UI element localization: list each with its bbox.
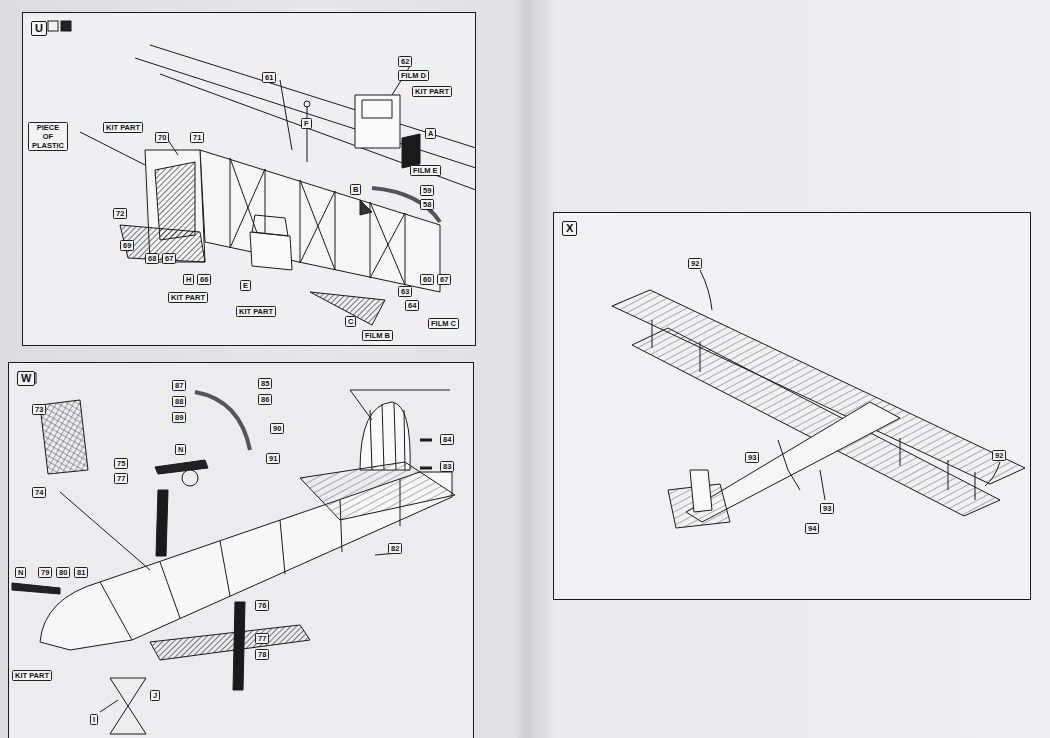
step-letter: W — [17, 371, 35, 386]
panel-ground — [22, 12, 476, 346]
callout-number: 86 — [258, 394, 272, 405]
callout-number: 77 — [114, 473, 128, 484]
callout-number: 67 — [162, 253, 176, 264]
callout-number: 75 — [114, 458, 128, 469]
part-label: J — [150, 690, 160, 701]
callout-number: 85 — [258, 378, 272, 389]
step-panel: W — [8, 362, 474, 738]
callout-number: 87 — [172, 380, 186, 391]
part-label: C — [345, 316, 356, 327]
callout-number: 80 — [56, 567, 70, 578]
part-label: E — [240, 280, 251, 291]
part-label: FILM B — [362, 330, 393, 341]
callout-number: 74 — [32, 487, 46, 498]
callout-number: 84 — [440, 434, 454, 445]
part-label: A — [425, 128, 436, 139]
fuselage-frame — [48, 21, 476, 325]
callout-number: 77 — [255, 633, 269, 644]
part-label: I — [90, 714, 98, 725]
panel-ground — [8, 362, 474, 738]
callout-number: 76 — [255, 600, 269, 611]
callout-number: 92 — [688, 258, 702, 269]
step-letter: U — [31, 21, 47, 36]
callout-number: 93 — [745, 452, 759, 463]
callout-number: 79 — [38, 567, 52, 578]
callout-number: 62 — [398, 56, 412, 67]
callout-number: 78 — [255, 649, 269, 660]
callout-number: 61 — [262, 72, 276, 83]
callout-number: 89 — [172, 412, 186, 423]
step-panel: X — [553, 212, 1031, 600]
step-letter: X — [562, 221, 577, 236]
panel-ground — [553, 212, 1031, 600]
part-label: FILM C — [428, 318, 459, 329]
part-label: F — [301, 118, 312, 129]
callout-number: 93 — [820, 503, 834, 514]
part-label: N — [15, 567, 26, 578]
callout-number: 60 — [420, 274, 434, 285]
part-label: H — [183, 274, 194, 285]
part-label: B — [350, 184, 361, 195]
callout-number: 66 — [197, 274, 211, 285]
callout-number: 91 — [266, 453, 280, 464]
callout-number: 63 — [398, 286, 412, 297]
callout-number: 59 — [420, 185, 434, 196]
callout-number: 67 — [437, 274, 451, 285]
callout-number: 69 — [120, 240, 134, 251]
part-label: PIECE OF PLASTIC — [28, 122, 68, 151]
callout-number: 68 — [145, 253, 159, 264]
part-label: KIT PART — [412, 86, 452, 97]
part-label: KIT PART — [103, 122, 143, 133]
fuselage-assembly — [12, 373, 455, 734]
biplane-model — [612, 270, 1025, 528]
callout-number: 71 — [190, 132, 204, 143]
callout-number: 72 — [113, 208, 127, 219]
callout-number: 90 — [270, 423, 284, 434]
part-label: N — [175, 444, 186, 455]
part-label: FILM D — [398, 70, 429, 81]
callout-number: 82 — [388, 543, 402, 554]
part-label: FILM E — [410, 165, 441, 176]
callout-number: 64 — [405, 300, 419, 311]
callout-number: 81 — [74, 567, 88, 578]
part-label: KIT PART — [12, 670, 52, 681]
callout-number: 83 — [440, 461, 454, 472]
callout-number: 92 — [992, 450, 1006, 461]
callout-number: 73 — [32, 404, 46, 415]
part-label: KIT PART — [168, 292, 208, 303]
callout-number: 70 — [155, 132, 169, 143]
callout-number: 88 — [172, 396, 186, 407]
callout-number: 94 — [805, 523, 819, 534]
callout-number: 58 — [420, 199, 434, 210]
part-label: KIT PART — [236, 306, 276, 317]
